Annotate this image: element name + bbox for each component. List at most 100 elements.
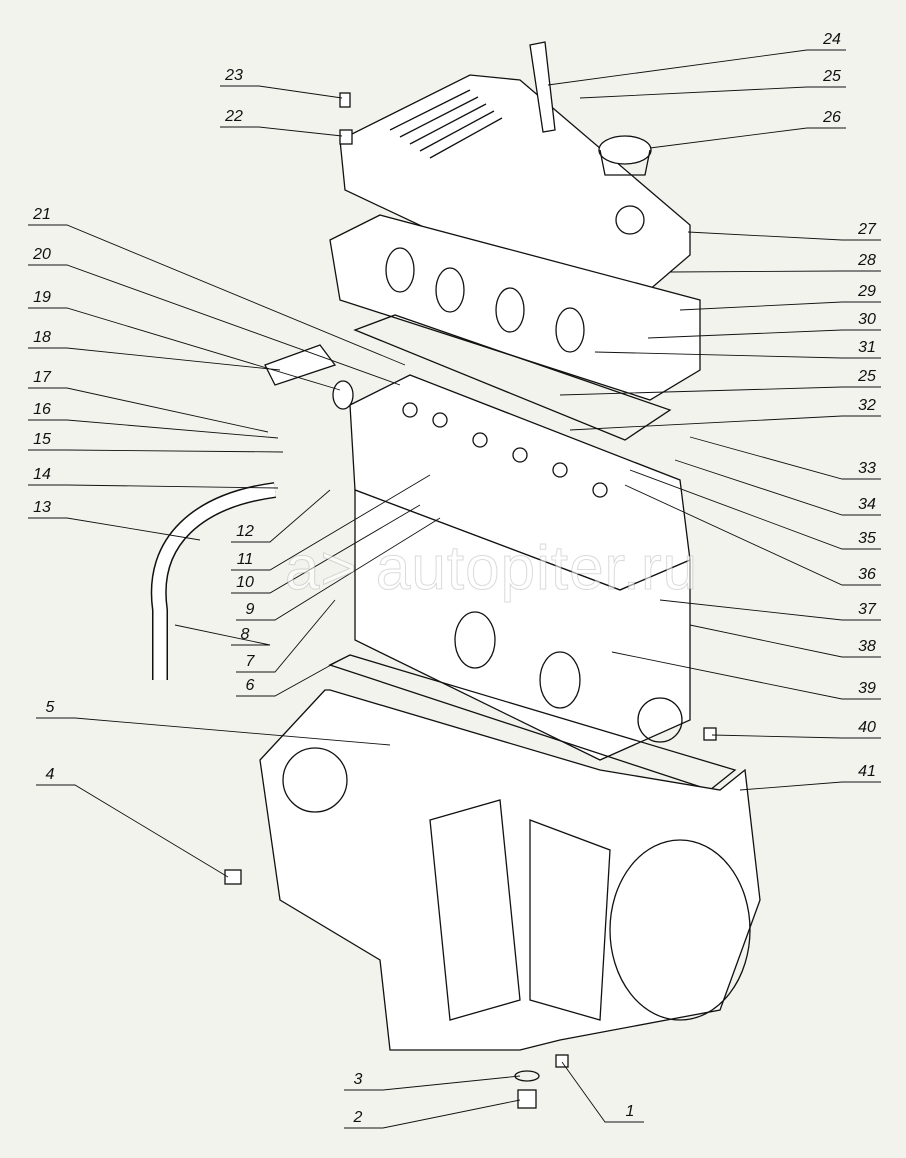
leader-line-37: [659, 599, 881, 621]
callout-6: 6: [245, 677, 255, 694]
leader-line-13: [28, 517, 201, 541]
callout-7: 7: [245, 653, 255, 670]
cam-housing-openings: [385, 247, 585, 353]
leader-line-18: [28, 347, 281, 371]
leader-line-23: [220, 85, 343, 99]
leader-line-39: [611, 651, 881, 700]
callout-16: 16: [33, 401, 51, 418]
leader-line-38: [689, 624, 881, 658]
bolt-40: [703, 727, 717, 741]
leader-line-33: [689, 436, 881, 480]
leader-line-22: [220, 126, 343, 137]
pipe: [264, 344, 337, 386]
callout-19: 19: [33, 289, 51, 306]
callout-3: 3: [353, 1071, 363, 1088]
callout-25: 25: [858, 368, 876, 385]
block-ribs: [429, 799, 611, 1021]
callout-8: 8: [240, 626, 250, 643]
oil-cap-body: [599, 149, 651, 176]
pan-gasket: [328, 654, 737, 791]
callout-9: 9: [245, 601, 255, 618]
leader-line-31: [594, 351, 881, 359]
callout-39: 39: [858, 680, 876, 697]
leader-line-8: [174, 624, 271, 646]
leader-line-12: [231, 489, 331, 543]
leader-line-32: [569, 415, 881, 431]
leader-line-16: [28, 419, 279, 439]
callout-33: 33: [858, 460, 876, 477]
callout-41: 41: [858, 763, 876, 780]
leader-line-35: [629, 469, 881, 550]
drain-plug: [517, 1089, 537, 1109]
callout-34: 34: [858, 496, 876, 513]
callout-40: 40: [858, 719, 876, 736]
callout-24: 24: [823, 31, 841, 48]
callout-2: 2: [353, 1109, 363, 1126]
side-port: [282, 747, 348, 813]
leader-line-9: [236, 517, 441, 621]
callout-31: 31: [858, 339, 876, 356]
leader-line-20: [28, 264, 401, 386]
leader-line-5: [36, 717, 391, 746]
bellhousing-opening: [609, 839, 751, 1021]
leader-line-1: [561, 1061, 644, 1123]
breather-hose: [150, 482, 277, 680]
washer: [339, 129, 353, 145]
leader-line-29: [679, 301, 881, 311]
leader-line-7: [236, 599, 336, 673]
leader-line-2: [344, 1099, 521, 1129]
callout-12: 12: [236, 523, 254, 540]
callout-20: 20: [33, 246, 51, 263]
callout-10: 10: [236, 574, 254, 591]
callout-25: 25: [823, 68, 841, 85]
callout-14: 14: [33, 466, 51, 483]
leader-line-15: [28, 449, 284, 453]
callout-21: 21: [33, 206, 51, 223]
oil-filler-neck: [615, 205, 645, 235]
callout-36: 36: [858, 566, 876, 583]
cylinder-head-bolts: [402, 402, 608, 498]
callout-38: 38: [858, 638, 876, 655]
cam-housing: [329, 214, 701, 401]
callout-22: 22: [225, 108, 243, 125]
oil-cap: [598, 135, 652, 165]
callout-27: 27: [858, 221, 876, 238]
leader-line-41: [739, 781, 881, 791]
leader-line-26: [649, 127, 846, 149]
leader-line-34: [674, 459, 881, 516]
head-gasket: [353, 314, 672, 441]
callout-1: 1: [625, 1103, 635, 1120]
leader-line-25: [559, 386, 881, 396]
bolt: [339, 92, 351, 108]
leader-line-11: [231, 474, 431, 571]
pipe-flange: [332, 380, 354, 410]
leader-lines: [28, 49, 881, 1129]
callout-29: 29: [858, 283, 876, 300]
bracket: [529, 41, 556, 133]
leader-line-17: [28, 387, 269, 433]
callout-37: 37: [858, 601, 876, 618]
cylinder-block: [354, 489, 691, 761]
callout-17: 17: [33, 369, 51, 386]
cylinder-block-openings: [454, 611, 683, 743]
callout-28: 28: [858, 252, 876, 269]
callout-23: 23: [225, 67, 243, 84]
leader-line-14: [28, 484, 279, 489]
callout-26: 26: [823, 109, 841, 126]
leader-line-24: [547, 49, 846, 86]
leader-line-4: [36, 784, 229, 878]
leader-line-30: [647, 329, 881, 339]
leader-line-10: [231, 504, 421, 594]
leader-line-6: [236, 659, 341, 697]
plug: [224, 869, 242, 885]
leader-line-27: [687, 231, 881, 241]
lower-block: [259, 689, 761, 1051]
callout-11: 11: [236, 551, 254, 568]
valve-cover-ribs: [389, 89, 503, 159]
callout-18: 18: [33, 329, 51, 346]
callout-15: 15: [33, 431, 51, 448]
leader-line-21: [28, 224, 406, 366]
callout-35: 35: [858, 530, 876, 547]
